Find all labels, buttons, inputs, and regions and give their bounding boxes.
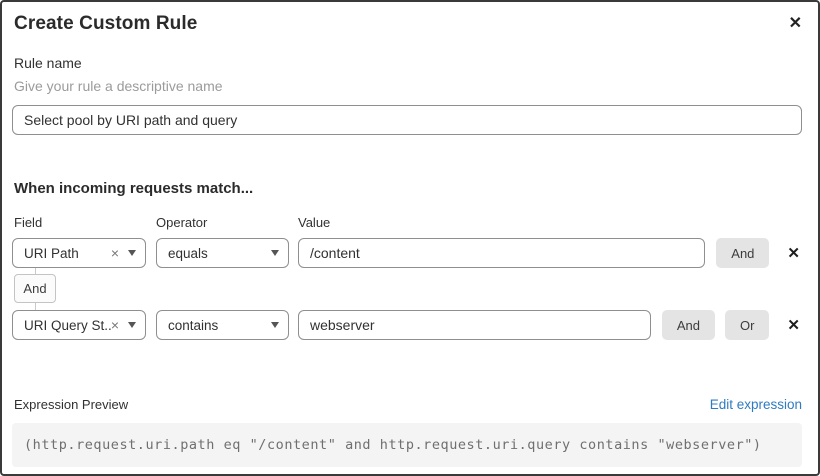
- add-or-condition-button-2[interactable]: Or: [724, 310, 770, 340]
- add-and-condition-button-1[interactable]: And: [716, 238, 770, 268]
- chevron-down-icon: [128, 250, 136, 256]
- and-connector: And: [14, 268, 802, 310]
- remove-row-icon[interactable]: ✕: [787, 316, 800, 334]
- edit-expression-link[interactable]: Edit expression: [709, 397, 802, 412]
- clear-selection-icon[interactable]: ×: [110, 245, 119, 261]
- and-connector-badge: And: [14, 274, 56, 303]
- expression-preview-header: Expression Preview Edit expression: [14, 397, 802, 412]
- modal-title: Create Custom Rule: [14, 13, 198, 34]
- expression-preview-code: (http.request.uri.path eq "/content" and…: [12, 423, 802, 467]
- chevron-down-icon: [271, 250, 279, 256]
- field-select-2[interactable]: URI Query St... ×: [12, 310, 146, 340]
- connector-line-bottom: [35, 303, 36, 310]
- modal-titlebar: Create Custom Rule ✕: [12, 13, 802, 35]
- connector-line-top: [35, 268, 36, 274]
- operator-column-label: Operator: [156, 215, 208, 230]
- condition-column-labels: Field Operator Value: [14, 215, 802, 230]
- clear-selection-icon[interactable]: ×: [110, 317, 119, 333]
- operator-select-1-value: equals: [168, 245, 208, 261]
- field-select-1[interactable]: URI Path ×: [12, 238, 146, 268]
- condition-row-1: URI Path × equals And ✕: [12, 238, 802, 268]
- operator-select-2[interactable]: contains: [156, 310, 289, 340]
- field-select-1-value: URI Path: [24, 245, 79, 261]
- add-and-condition-button-2[interactable]: And: [661, 310, 715, 340]
- rule-name-input[interactable]: [12, 105, 802, 135]
- chevron-down-icon: [128, 322, 136, 328]
- close-icon[interactable]: ✕: [788, 15, 802, 32]
- chevron-down-icon: [271, 322, 279, 328]
- value-input-2[interactable]: [298, 310, 651, 340]
- operator-select-2-value: contains: [168, 317, 219, 333]
- field-column-label: Field: [14, 215, 43, 230]
- expression-preview-label: Expression Preview: [14, 397, 129, 412]
- condition-row-2: URI Query St... × contains And Or ✕: [12, 310, 802, 340]
- rule-name-label: Rule name: [14, 55, 82, 71]
- value-input-1[interactable]: [298, 238, 706, 268]
- value-column-label: Value: [298, 215, 331, 230]
- remove-row-icon[interactable]: ✕: [787, 244, 800, 262]
- field-select-2-value: URI Query St...: [24, 317, 111, 333]
- operator-select-1[interactable]: equals: [156, 238, 289, 268]
- rule-name-helper: Give your rule a descriptive name: [14, 78, 223, 94]
- match-section-heading: When incoming requests match...: [14, 180, 254, 197]
